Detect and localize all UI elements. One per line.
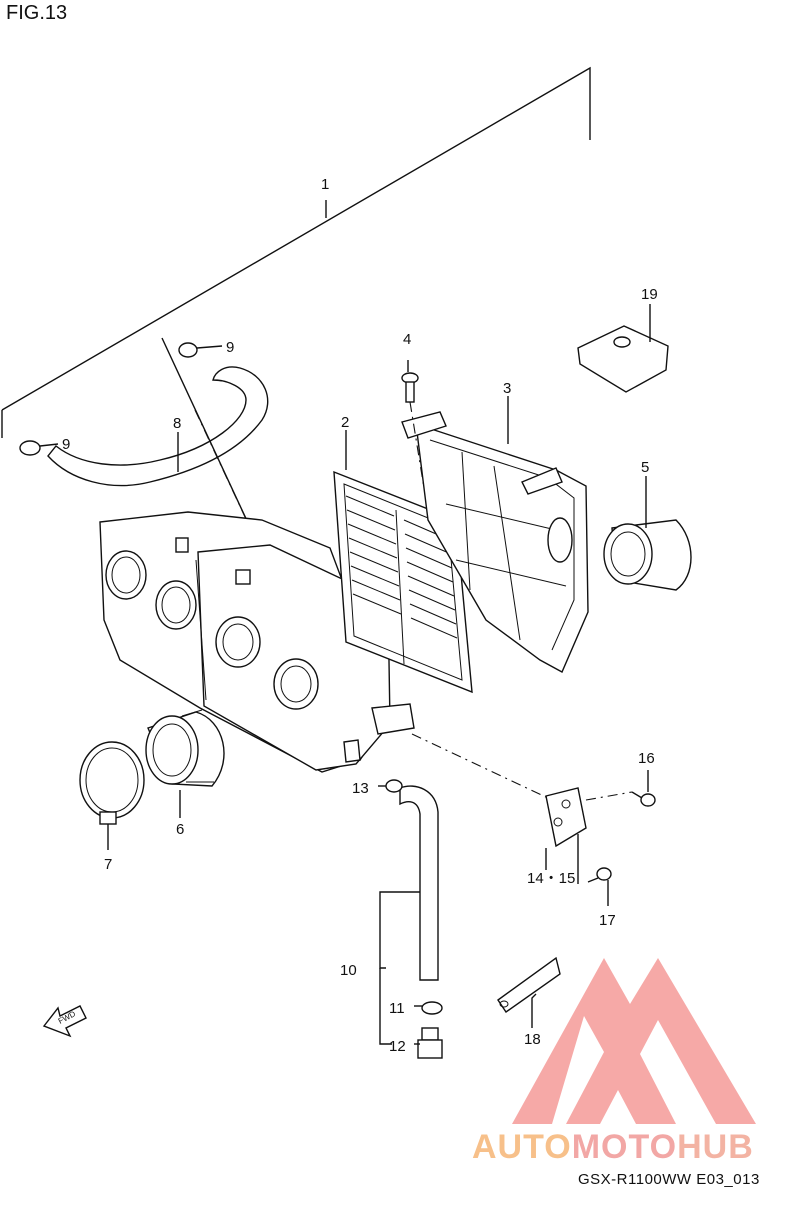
callout-6: 6 xyxy=(176,821,184,838)
callout-12: 12 xyxy=(389,1038,406,1055)
drain-hose-part-10 xyxy=(399,785,439,981)
screw-part-4 xyxy=(401,372,419,403)
callout-18: 18 xyxy=(524,1031,541,1048)
strap-part-18 xyxy=(497,956,561,1013)
callout-3: 3 xyxy=(503,380,511,397)
callout-8: 8 xyxy=(173,415,181,432)
callout-2: 2 xyxy=(341,414,349,431)
callout-16: 16 xyxy=(638,750,655,767)
clamp-part-9-right xyxy=(178,342,223,358)
assembly-bracket-1 xyxy=(1,66,591,438)
callout-17: 17 xyxy=(599,912,616,929)
callout-5: 5 xyxy=(641,459,649,476)
callout-13: 13 xyxy=(352,780,369,797)
model-code: GSX-R1100WW E03_013 xyxy=(578,1171,760,1188)
clip-part-11 xyxy=(421,1001,443,1015)
watermark-wordmark: AUTOMOTOHUB xyxy=(472,1128,754,1167)
bracket-parts-14-15 xyxy=(545,787,587,848)
intake-duct-part-5 xyxy=(603,519,692,591)
screw-axis-line xyxy=(409,401,425,489)
filter-pleats xyxy=(345,495,458,639)
fwd-arrow-icon: FWD xyxy=(42,1005,87,1038)
clamp-part-9-left xyxy=(19,440,59,456)
watermark-moto: MOTO xyxy=(571,1128,678,1166)
leader-lines xyxy=(107,304,651,1045)
callout-9b: 9 xyxy=(62,436,70,453)
watermark-hub: HUB xyxy=(677,1128,754,1166)
air-cleaner-case xyxy=(99,511,415,773)
callout-4: 4 xyxy=(403,331,411,348)
watermark-logo-mark xyxy=(512,958,756,1124)
callout-10: 10 xyxy=(340,962,357,979)
band-clamp-part-7 xyxy=(79,741,145,825)
watermark-auto: AUTO xyxy=(472,1128,572,1166)
bolt-part-16 xyxy=(631,791,656,807)
callout-9a: 9 xyxy=(226,339,234,356)
bolt-part-17 xyxy=(587,867,612,883)
intake-boot-part-6 xyxy=(145,709,225,787)
callout-1: 1 xyxy=(321,176,329,193)
callout-19: 19 xyxy=(641,286,658,303)
callout-7: 7 xyxy=(104,856,112,873)
callout-14-15: 14・15 xyxy=(527,870,575,887)
breather-hose-part-8 xyxy=(47,366,269,487)
callout-11: 11 xyxy=(389,1000,405,1017)
clip-part-13 xyxy=(385,779,403,793)
bracket-part-19 xyxy=(577,325,669,393)
callout-numbers: 1 2 3 4 5 6 7 8 9 9 10 11 12 13 14・15 16… xyxy=(62,176,658,1055)
drain-plug-part-12 xyxy=(417,1027,443,1059)
figure-title: FIG.13 xyxy=(6,2,68,24)
air-cleaner-cover-part-3 xyxy=(401,411,589,673)
